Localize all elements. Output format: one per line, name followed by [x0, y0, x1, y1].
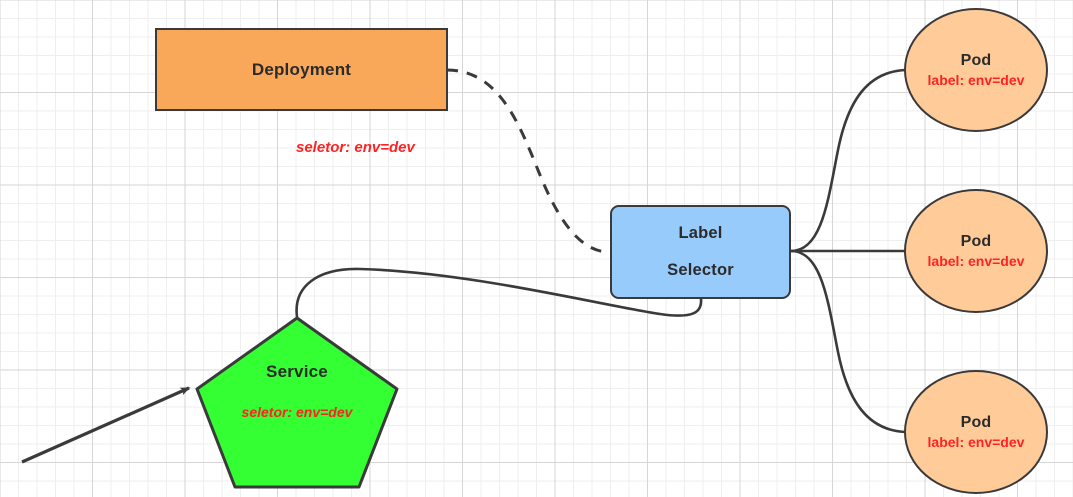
- label-selector-line-2: Selector: [667, 260, 734, 279]
- edge-inbound-traffic-to-service: [21, 386, 191, 464]
- deployment-selector-annotation: seletor: env=dev: [296, 139, 415, 156]
- label-selector-line-1: Label: [678, 224, 723, 243]
- pod-2-selector: label: env=dev: [927, 253, 1025, 269]
- node-deployment[interactable]: Deployment: [155, 28, 448, 111]
- edge-label-selector-to-pod-1: [789, 68, 907, 253]
- pod-3-label: Pod: [960, 414, 992, 431]
- pod-1-selector: label: env=dev: [927, 72, 1025, 88]
- deployment-label: Deployment: [251, 59, 352, 79]
- pod-1-label: Pod: [960, 52, 992, 69]
- pentagon-shape: [195, 316, 399, 489]
- service-label: Service: [266, 362, 328, 381]
- service-selector: seletor: env=dev: [241, 404, 353, 420]
- node-label-selector[interactable]: Label Selector: [610, 205, 791, 299]
- edge-deployment-to-label-selector: [446, 68, 610, 254]
- pod-3-selector: label: env=dev: [927, 434, 1025, 450]
- node-service[interactable]: Service seletor: env=dev: [194, 316, 400, 490]
- edge-label-selector-to-pod-3: [789, 249, 907, 434]
- pod-2-label: Pod: [960, 233, 992, 250]
- node-pod-2[interactable]: Pod label: env=dev: [904, 189, 1048, 313]
- node-pod-1[interactable]: Pod label: env=dev: [904, 8, 1048, 132]
- node-pod-3[interactable]: Pod label: env=dev: [904, 370, 1048, 494]
